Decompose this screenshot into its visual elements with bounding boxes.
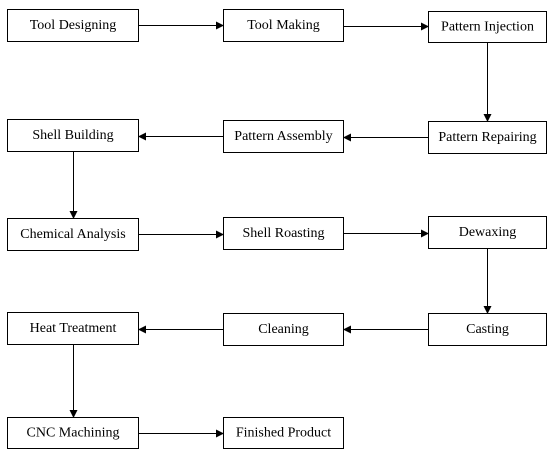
step-label-pattern-repairing: Pattern Repairing (438, 130, 536, 145)
step-shell-building: Shell Building (7, 119, 139, 152)
step-pattern-repairing: Pattern Repairing (428, 121, 547, 154)
step-pattern-injection: Pattern Injection (428, 11, 547, 43)
step-box-casting (428, 313, 547, 346)
step-box-shell-building (7, 119, 139, 152)
step-box-heat-treatment (7, 312, 139, 345)
step-box-shell-roasting (223, 217, 344, 250)
step-box-tool-making (223, 9, 344, 42)
step-box-chemical-analysis (7, 218, 139, 251)
step-label-tool-designing: Tool Designing (30, 18, 117, 33)
step-box-tool-designing (7, 9, 139, 42)
step-label-shell-roasting: Shell Roasting (242, 226, 324, 241)
step-box-finished-product (223, 417, 344, 449)
flow-arrows (69, 21, 492, 438)
step-shell-roasting: Shell Roasting (223, 217, 344, 250)
step-pattern-assembly: Pattern Assembly (223, 120, 344, 153)
step-box-pattern-repairing (428, 121, 547, 154)
step-cleaning: Cleaning (223, 313, 344, 346)
step-chemical-analysis: Chemical Analysis (7, 218, 139, 251)
step-box-cnc-machining (7, 417, 139, 449)
step-label-dewaxing: Dewaxing (459, 225, 517, 240)
step-label-heat-treatment: Heat Treatment (30, 321, 117, 336)
step-tool-designing: Tool Designing (7, 9, 139, 42)
step-label-tool-making: Tool Making (247, 18, 320, 33)
step-label-casting: Casting (466, 322, 509, 337)
step-dewaxing: Dewaxing (428, 216, 547, 249)
step-label-shell-building: Shell Building (32, 128, 113, 143)
step-box-dewaxing (428, 216, 547, 249)
step-tool-making: Tool Making (223, 9, 344, 42)
step-cnc-machining: CNC Machining (7, 417, 139, 449)
process-steps: Tool Designing Tool Making Pattern Injecti… (7, 9, 547, 449)
step-box-pattern-assembly (223, 120, 344, 153)
step-heat-treatment: Heat Treatment (7, 312, 139, 345)
step-label-pattern-assembly: Pattern Assembly (234, 129, 332, 144)
step-label-cnc-machining: CNC Machining (27, 426, 120, 441)
step-casting: Casting (428, 313, 547, 346)
step-label-finished-product: Finished Product (236, 426, 331, 441)
step-finished-product: Finished Product (223, 417, 344, 449)
step-box-pattern-injection (428, 11, 547, 43)
step-box-cleaning (223, 313, 344, 346)
step-label-cleaning: Cleaning (258, 322, 309, 337)
step-label-chemical-analysis: Chemical Analysis (20, 227, 125, 242)
step-label-pattern-injection: Pattern Injection (441, 20, 534, 35)
